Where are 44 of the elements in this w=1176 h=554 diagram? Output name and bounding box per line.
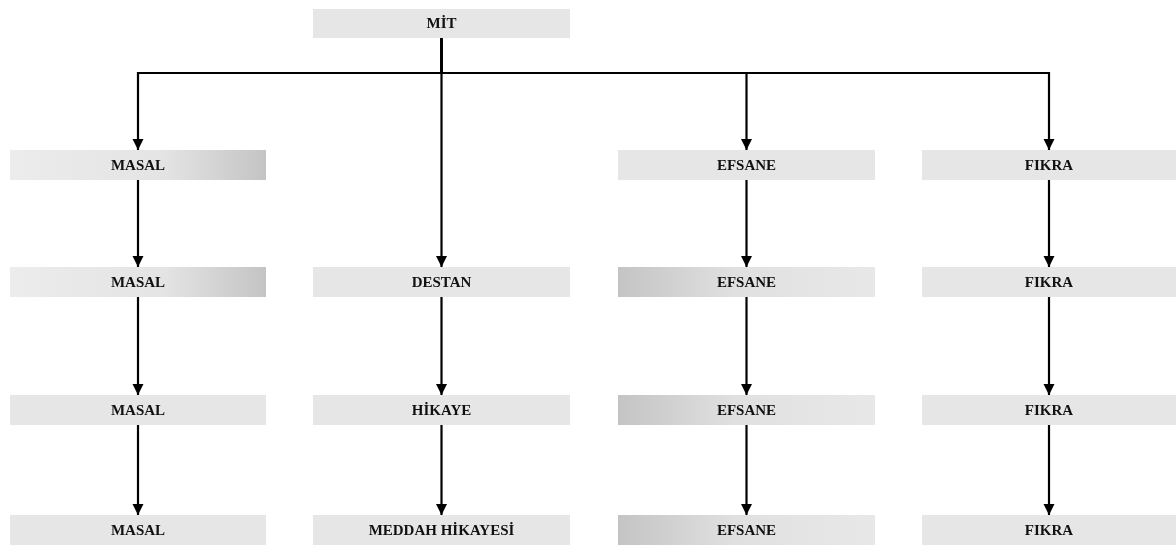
arrow: [132, 425, 144, 515]
label-box: [922, 150, 1176, 180]
box-label: EFSANE: [716, 156, 777, 174]
label-box: [618, 267, 875, 297]
label-box: [618, 395, 875, 425]
label-box: [922, 515, 1176, 545]
box-label: EFSANE: [716, 401, 777, 419]
box-label: FIKRA: [1024, 401, 1074, 419]
arrow: [132, 180, 144, 267]
box-label: MASAL: [110, 273, 166, 291]
label-box: [922, 267, 1176, 297]
box-label: EFSANE: [716, 273, 777, 291]
label-box: [313, 395, 570, 425]
arrow: [436, 297, 447, 395]
arrow: [132, 297, 144, 395]
box-label: FIKRA: [1024, 156, 1074, 174]
box-label: HİKAYE: [411, 401, 472, 419]
label-box: [10, 267, 266, 297]
arrow: [1043, 180, 1055, 267]
label-box: [618, 515, 875, 545]
box-label: MEDDAH HİKAYESİ: [368, 521, 515, 539]
arrow: [741, 180, 752, 267]
box-label: FIKRA: [1024, 521, 1074, 539]
arrow: [1043, 425, 1055, 515]
box-label: MASAL: [110, 401, 166, 419]
label-box: [10, 395, 266, 425]
label-box: [313, 267, 570, 297]
box-label: EFSANE: [716, 521, 777, 539]
box-label: MİT: [426, 15, 457, 32]
arrow: [741, 297, 752, 395]
box-label: MASAL: [110, 521, 166, 539]
box-label: FIKRA: [1024, 273, 1074, 291]
arrow: [436, 425, 447, 515]
label-box: [10, 150, 266, 180]
box-label: DESTAN: [411, 273, 472, 291]
arrow: [1043, 297, 1055, 395]
box-label: MASAL: [110, 156, 166, 174]
label-box: [10, 515, 266, 545]
label-box: [618, 150, 875, 180]
label-box: [313, 9, 570, 38]
arrow: [741, 425, 752, 515]
label-box: [313, 515, 570, 545]
label-box: [922, 395, 1176, 425]
arrow: [440, 38, 1055, 150]
